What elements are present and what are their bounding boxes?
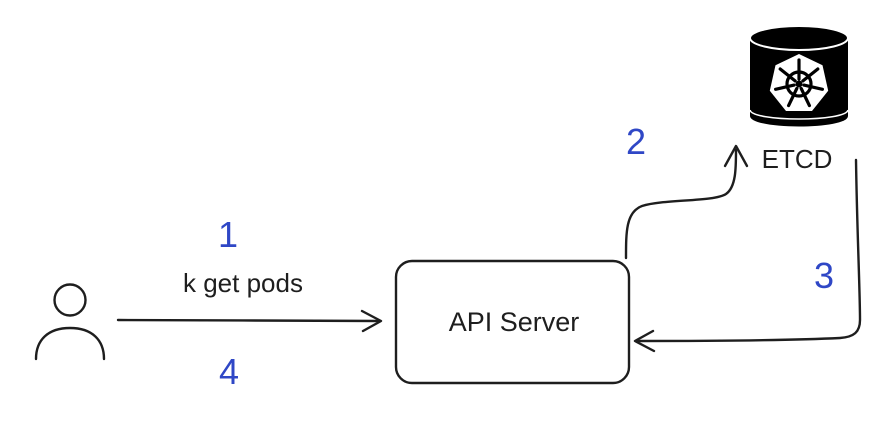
- step-2-label: 2: [626, 121, 646, 162]
- kubernetes-database-icon: [749, 25, 849, 127]
- request-arrow: [116, 309, 383, 333]
- step-3-label: 3: [814, 255, 834, 296]
- step-4-label: 4: [219, 351, 239, 392]
- api-server-box: [394, 259, 631, 385]
- kubernetes-wheel-icon: [769, 54, 829, 111]
- etcd-label: ETCD: [762, 144, 833, 174]
- request-label: k get pods: [183, 268, 303, 298]
- database-cylinder-top: [749, 25, 849, 51]
- api-server-node: API Server: [394, 259, 631, 385]
- response-arrow: [633, 158, 862, 353]
- user-icon: [34, 283, 106, 361]
- api-server-label: API Server: [449, 307, 580, 337]
- write-arrow: [624, 144, 749, 260]
- step-1-label: 1: [218, 214, 238, 255]
